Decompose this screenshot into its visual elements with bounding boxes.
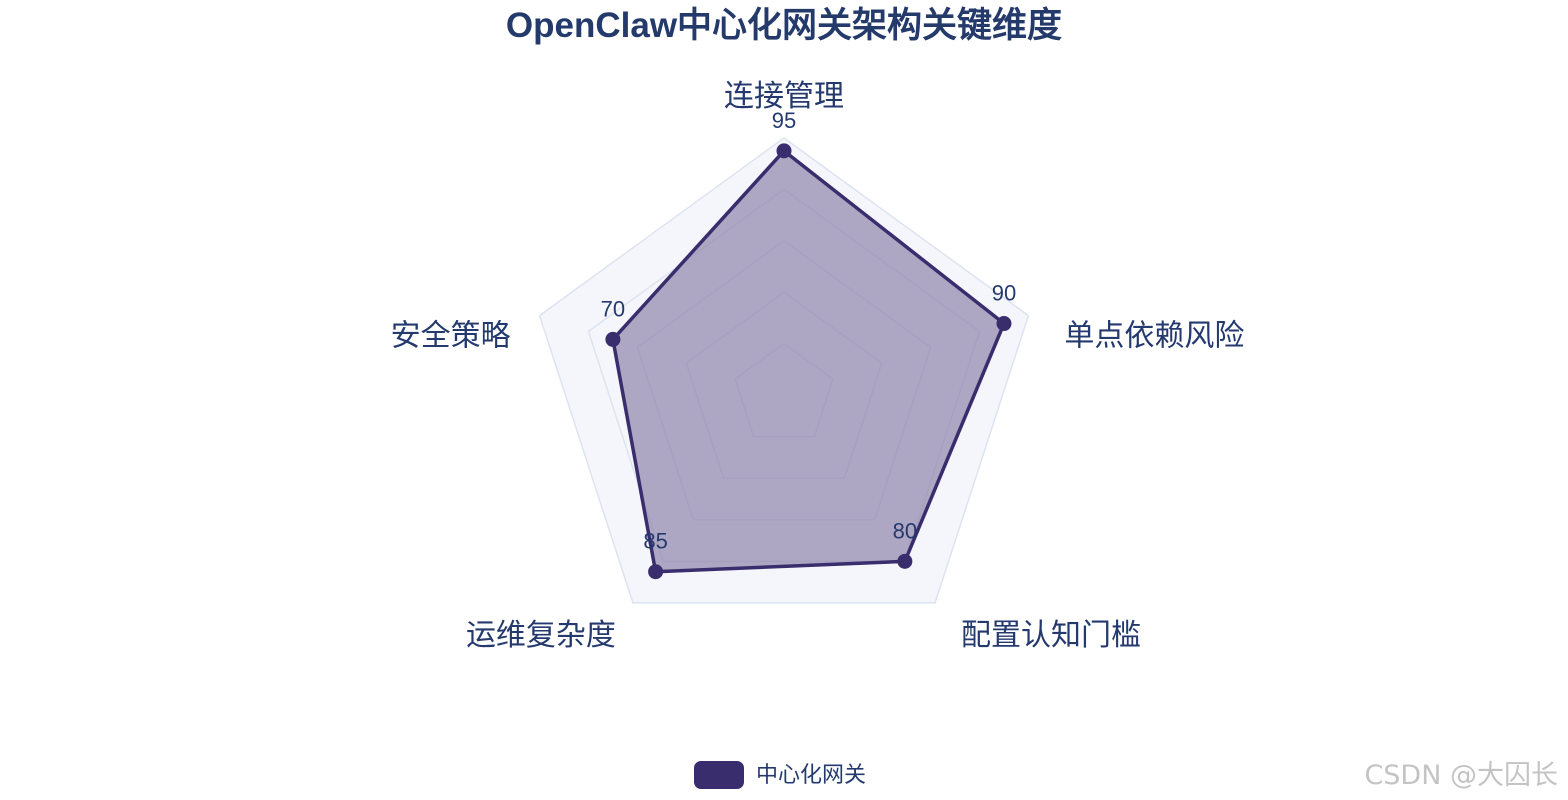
data-label: 80 bbox=[893, 518, 917, 543]
series-area bbox=[611, 149, 1006, 574]
data-label: 85 bbox=[643, 529, 667, 554]
data-point[interactable] bbox=[996, 316, 1012, 332]
data-point[interactable] bbox=[776, 143, 792, 159]
axis-label: 运维复杂度 bbox=[466, 618, 616, 653]
data-label: 90 bbox=[992, 281, 1016, 306]
data-label: 70 bbox=[601, 296, 625, 321]
data-point[interactable] bbox=[897, 553, 913, 569]
chart-title: OpenClaw中心化网关架构关键维度 bbox=[506, 6, 1062, 45]
axis-label: 连接管理 bbox=[724, 79, 844, 114]
legend-swatch[interactable] bbox=[694, 761, 744, 789]
axis-label: 单点依赖风险 bbox=[1064, 319, 1244, 354]
axis-label: 安全策略 bbox=[391, 319, 511, 354]
watermark: CSDN @大囚长 bbox=[1364, 760, 1558, 791]
legend-label-centralized-gateway[interactable]: 中心化网关 bbox=[756, 763, 866, 788]
axis-label: 配置认知门槛 bbox=[961, 618, 1141, 653]
data-point[interactable] bbox=[605, 331, 621, 347]
data-label: 95 bbox=[772, 108, 796, 133]
legend[interactable]: 中心化网关 bbox=[694, 761, 866, 789]
radar-series bbox=[605, 143, 1012, 580]
data-point[interactable] bbox=[648, 564, 664, 580]
